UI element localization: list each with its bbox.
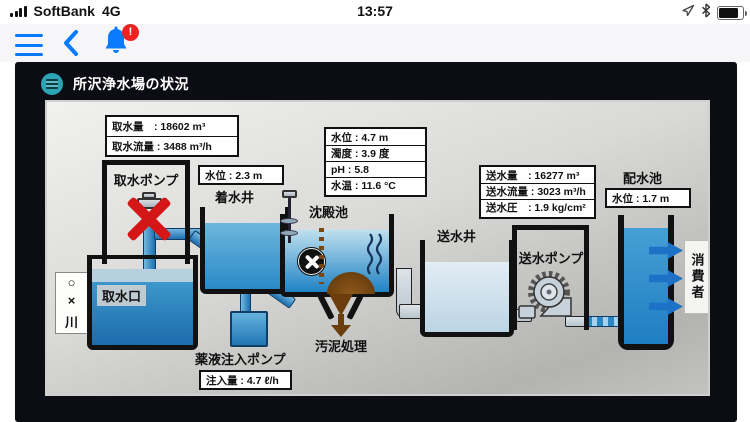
sed-temperature-value: 水温 : 11.6 °C xyxy=(326,177,425,193)
sludge-funnel xyxy=(329,294,353,316)
centrifugal-pump-icon xyxy=(518,271,572,319)
distribution-reservoir-water xyxy=(624,228,668,344)
river-legend: ○ × 川 xyxy=(55,272,88,334)
supply-volume-value: 送水量 : 16277 m³ xyxy=(486,169,580,182)
receiving-well-label: 着水井 xyxy=(215,190,255,205)
supply-well-tank xyxy=(420,240,514,337)
pump-stopped-alarm-icon xyxy=(126,194,172,244)
supply-pressure-value: 送水圧 : 1.9 kg/cm² xyxy=(481,199,594,215)
sed-turbidity-value: 濁度 : 3.9 度 xyxy=(326,145,425,161)
supply-pump-label: 送水ポンプ xyxy=(518,251,584,266)
distribution-level-value: 水位 : 1.7 m xyxy=(612,192,670,205)
sludge-mound xyxy=(327,272,375,294)
intake-pump-housing xyxy=(102,160,190,264)
plant-icon xyxy=(41,73,63,95)
treatment-process-diagram: ○ × 川 取水口 取水ポンプ 取水量 : 18602 m³ 取水流量 : 34… xyxy=(45,100,710,396)
intake-data-box: 取水量 : 18602 m³ 取水流量 : 3488 m³/h xyxy=(105,115,239,157)
intake-pump-label: 取水ポンプ xyxy=(113,173,179,188)
plant-status-panel: 所沢浄水場の状況 ○ × 川 xyxy=(15,62,737,422)
receiving-level-value: 水位 : 2.3 m xyxy=(205,169,263,182)
chemical-pump-label: 薬液注入ポンプ xyxy=(195,352,286,367)
river-mark-cross: × xyxy=(67,293,76,309)
network-type-label: 4G xyxy=(101,3,121,19)
supply-well-water xyxy=(425,262,509,332)
sludge-treatment-label: 汚泥処理 xyxy=(315,339,368,354)
carrier-label: SoftBank xyxy=(33,3,95,19)
notifications-button[interactable]: ! xyxy=(103,24,143,60)
mixer-motor xyxy=(282,190,297,198)
sed-ph-value: pH : 5.8 xyxy=(326,161,425,177)
navigation-bar: ! xyxy=(0,24,750,62)
supply-flow-value: 送水流量 : 3023 m³/h xyxy=(481,183,594,199)
location-arrow-icon xyxy=(682,4,695,22)
menu-button[interactable] xyxy=(15,32,43,58)
consumers-box: 消費者 xyxy=(684,240,708,314)
sludge-arrow-head xyxy=(331,325,351,337)
distribution-level-box: 水位 : 1.7 m xyxy=(605,188,691,208)
panel-title: 所沢浄水場の状況 xyxy=(73,76,189,92)
mixer-blade-lower xyxy=(280,230,298,236)
coagulant-dotted-stream xyxy=(319,228,324,284)
injection-rate-box: 注入量 : 4.7 ℓ/h xyxy=(199,370,292,390)
river-mark-circle: ○ xyxy=(67,274,76,290)
intake-volume-value: 取水量 : 18602 m³ xyxy=(112,121,206,133)
floc-squiggle-icon xyxy=(366,233,383,275)
notification-badge: ! xyxy=(122,24,139,41)
bell-icon xyxy=(105,26,127,53)
consumers-label: 消費者 xyxy=(689,253,705,301)
status-bar: SoftBank 4G 13:57 xyxy=(0,0,750,24)
supply-pump-housing xyxy=(512,225,589,330)
sed-level-value: 水位 : 4.7 m xyxy=(331,131,389,144)
distribution-reservoir-tank xyxy=(618,215,674,350)
receiving-level-box: 水位 : 2.3 m xyxy=(198,165,284,185)
river-label: 川 xyxy=(64,315,78,331)
intake-flow-value: 取水流量 : 3488 m³/h xyxy=(107,136,237,155)
back-button[interactable] xyxy=(60,27,88,59)
sedimentation-basin-label: 沈殿池 xyxy=(309,205,349,220)
mixer-blade-upper xyxy=(280,218,298,224)
battery-icon xyxy=(717,6,747,20)
chemical-pump-tank xyxy=(230,311,268,347)
intake-port-label: 取水口 xyxy=(97,285,147,306)
panel-header: 所沢浄水場の状況 xyxy=(41,73,189,95)
receiving-well-water xyxy=(205,223,285,289)
sludge-stream xyxy=(338,314,344,326)
bluetooth-icon xyxy=(701,3,711,23)
receiving-well-tank xyxy=(200,207,290,294)
intake-water-surface xyxy=(92,269,193,283)
sedimentation-data-box: 水位 : 4.7 m 濁度 : 3.9 度 pH : 5.8 水温 : 11.6… xyxy=(324,127,427,197)
signal-strength-icon xyxy=(10,5,27,17)
distribution-reservoir-label: 配水池 xyxy=(623,171,663,186)
supply-well-label: 送水井 xyxy=(437,229,477,244)
injection-rate-value: 注入量 : 4.7 ℓ/h xyxy=(206,374,279,387)
clock: 13:57 xyxy=(357,3,393,19)
supply-data-box: 送水量 : 16277 m³ 送水流量 : 3023 m³/h 送水圧 : 1.… xyxy=(479,165,596,219)
